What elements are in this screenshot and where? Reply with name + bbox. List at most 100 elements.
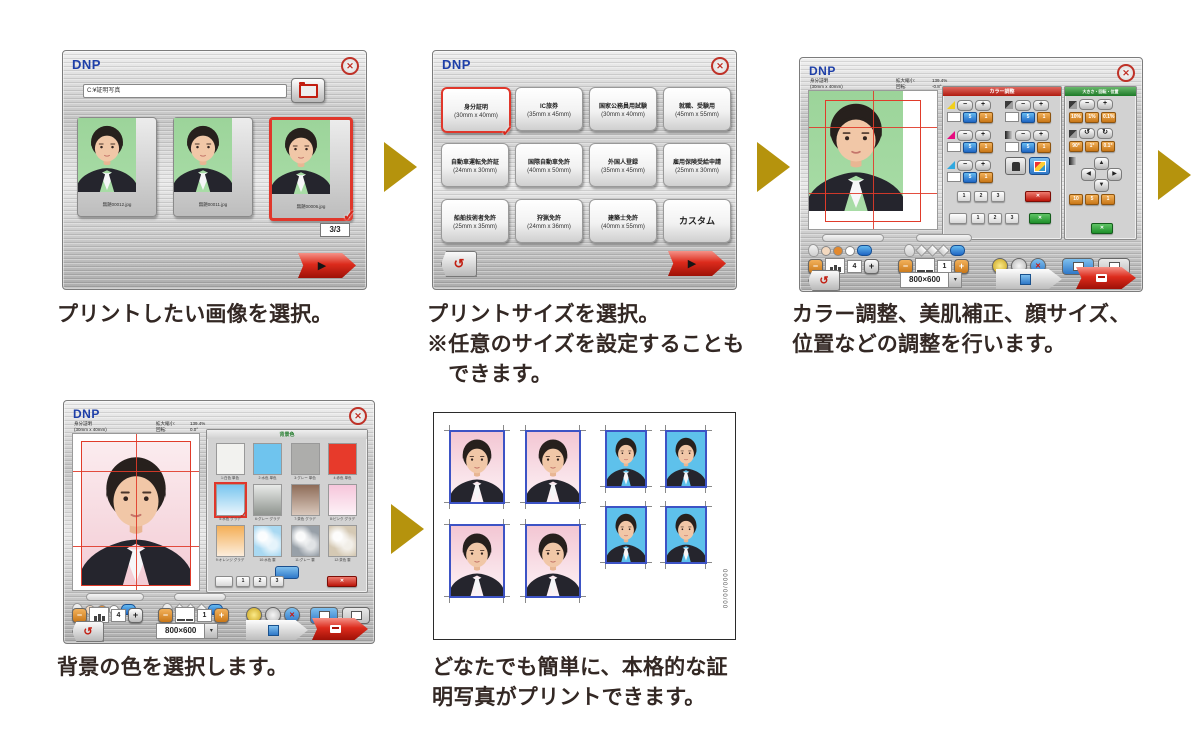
step-5-button[interactable]: 5: [1021, 111, 1035, 123]
decrease-button[interactable]: −: [1015, 129, 1031, 141]
tool-toggle[interactable]: [857, 245, 872, 256]
preset-button[interactable]: 3: [1005, 213, 1019, 224]
panel-reset-button[interactable]: ✕: [1029, 213, 1051, 224]
step-1-button[interactable]: 1: [979, 141, 993, 153]
background-swatch[interactable]: 8:ピンク グラデ ✓: [326, 484, 360, 522]
count-minus-button[interactable]: −: [72, 607, 87, 623]
layout-preview-button[interactable]: [996, 269, 1062, 289]
close-icon[interactable]: ✕: [341, 57, 359, 75]
print-size-button[interactable]: 外国人登録 (35mm x 45mm) ✓: [589, 143, 657, 187]
close-icon[interactable]: ✕: [711, 57, 729, 75]
chevron-down-icon[interactable]: ▾: [949, 272, 963, 288]
increase-button[interactable]: +: [975, 159, 991, 171]
background-swatch[interactable]: 4:赤色 単色 ✓: [326, 443, 360, 481]
color-button[interactable]: [1029, 157, 1050, 175]
background-swatch[interactable]: 9:オレンジ グラデ ✓: [213, 525, 247, 563]
rotate-step-button[interactable]: 90°: [1069, 141, 1083, 152]
increase-button[interactable]: +: [975, 99, 991, 111]
next-button[interactable]: ▶: [668, 251, 726, 276]
print-size-button[interactable]: 就職、受験用 (45mm x 55mm) ✓: [663, 87, 731, 131]
preset-button[interactable]: 2: [253, 576, 267, 587]
close-icon[interactable]: ✕: [1117, 64, 1135, 82]
chevron-down-icon[interactable]: ▾: [205, 623, 219, 639]
size-step-button[interactable]: 0.1%: [1101, 112, 1117, 123]
monochrome-button[interactable]: [1005, 157, 1026, 175]
print-button[interactable]: [312, 618, 368, 640]
back-button[interactable]: ↺: [441, 251, 477, 277]
preset-button[interactable]: 3: [991, 191, 1005, 202]
background-swatch[interactable]: 5:水色 グラデ ✓: [213, 482, 247, 522]
print-size-button[interactable]: 国際自動車免許 (40mm x 50mm) ✓: [515, 143, 583, 187]
rotate-ccw-button[interactable]: ↺: [1079, 128, 1095, 139]
background-swatch[interactable]: 3:グレー 単色 ✓: [288, 443, 322, 481]
rotate-step-button[interactable]: 0.1°: [1101, 141, 1115, 152]
print-size-button[interactable]: 雇用保険受給申請 (25mm x 30mm) ✓: [663, 143, 731, 187]
close-icon[interactable]: ✕: [349, 407, 367, 425]
position-step-button[interactable]: 5: [1085, 194, 1099, 205]
print-size-button[interactable]: 船舶技術者免許 (25mm x 35mm) ✓: [441, 199, 509, 243]
skin-tone-option[interactable]: [821, 245, 831, 256]
print-button[interactable]: [1076, 267, 1136, 289]
preset-button[interactable]: 2: [974, 191, 988, 202]
resolution-dropdown[interactable]: 800×600 ▾: [900, 272, 963, 288]
count-plus-button[interactable]: +: [864, 258, 879, 274]
background-swatch[interactable]: 10:水色 雲 ✓: [251, 525, 285, 563]
preset-button[interactable]: 3: [270, 576, 284, 587]
photo-thumbnail[interactable]: 無題00012.jpg ✓: [77, 117, 157, 217]
increase-button[interactable]: +: [1033, 129, 1049, 141]
print-size-button[interactable]: 身分証明 (30mm x 40mm) ✓: [441, 87, 513, 139]
resolution-dropdown[interactable]: 800×600 ▾: [156, 623, 219, 639]
auto-skin-button[interactable]: [949, 213, 967, 224]
decrease-button[interactable]: −: [957, 99, 973, 111]
increase-button[interactable]: +: [1033, 99, 1049, 111]
decrease-button[interactable]: −: [1015, 99, 1031, 111]
clear-bg-button[interactable]: [275, 566, 299, 579]
print-size-button[interactable]: IC旅券 (35mm x 45mm) ✓: [515, 87, 583, 131]
increase-button[interactable]: +: [975, 129, 991, 141]
dot-size-option[interactable]: [937, 244, 950, 257]
size-step-button[interactable]: 10%: [1069, 112, 1084, 123]
position-step-button[interactable]: 1: [1101, 194, 1115, 205]
size-decrease-button[interactable]: −: [1079, 99, 1095, 110]
rotate-step-button[interactable]: 1°: [1085, 141, 1099, 152]
skin-tone-option[interactable]: [845, 245, 855, 256]
tool-toggle[interactable]: [950, 245, 965, 256]
step-5-button[interactable]: 5: [963, 171, 977, 183]
print-size-button[interactable]: 国家公務員用試験 (30mm x 40mm) ✓: [589, 87, 657, 131]
size-panel-reset-button[interactable]: ✕: [1091, 223, 1113, 234]
background-swatch[interactable]: 1:白色 単色 ✓: [213, 443, 247, 481]
position-step-button[interactable]: 10: [1069, 194, 1083, 205]
print-size-button[interactable]: 自動車運転免許証 (24mm x 30mm) ✓: [441, 143, 509, 187]
print-size-button[interactable]: カスタム ✓: [663, 199, 731, 243]
size-step-button[interactable]: 1%: [1085, 112, 1100, 123]
layout-preview-button[interactable]: [246, 620, 308, 640]
photo-thumbnail[interactable]: 無題00006.jpg ✓: [269, 117, 356, 225]
move-right-button[interactable]: ▶: [1107, 168, 1122, 181]
preset-button[interactable]: 1: [236, 576, 250, 587]
print-size-button[interactable]: 狩猟免許 (24mm x 36mm) ✓: [515, 199, 583, 243]
bg-extra-button[interactable]: [215, 576, 233, 587]
color-reset-button[interactable]: ✕: [1025, 191, 1051, 202]
back-button[interactable]: ↺: [808, 270, 840, 291]
background-swatch[interactable]: 12:茶色 雲 ✓: [326, 525, 360, 563]
copies-plus-button[interactable]: +: [214, 607, 229, 623]
step-5-button[interactable]: 5: [963, 111, 977, 123]
background-swatch[interactable]: 11:グレー 雲 ✓: [288, 525, 322, 563]
step-1-button[interactable]: 1: [979, 171, 993, 183]
preset-button[interactable]: 2: [988, 213, 1002, 224]
count-plus-button[interactable]: +: [128, 607, 143, 623]
step-1-button[interactable]: 1: [1037, 111, 1051, 123]
preset-button[interactable]: 1: [971, 213, 985, 224]
background-swatch[interactable]: 6:グレー グラデ ✓: [251, 484, 285, 522]
move-left-button[interactable]: ◀: [1081, 168, 1096, 181]
step-1-button[interactable]: 1: [1037, 141, 1051, 153]
skin-tone-option[interactable]: [833, 245, 843, 256]
bg-reset-button[interactable]: ✕: [327, 576, 357, 587]
decrease-button[interactable]: −: [957, 159, 973, 171]
move-down-button[interactable]: ▼: [1094, 179, 1109, 192]
next-button[interactable]: ▶: [298, 253, 356, 278]
step-1-button[interactable]: 1: [979, 111, 993, 123]
preset-button[interactable]: 1: [957, 191, 971, 202]
step-5-button[interactable]: 5: [1021, 141, 1035, 153]
background-swatch[interactable]: 7:茶色 グラデ ✓: [288, 484, 322, 522]
